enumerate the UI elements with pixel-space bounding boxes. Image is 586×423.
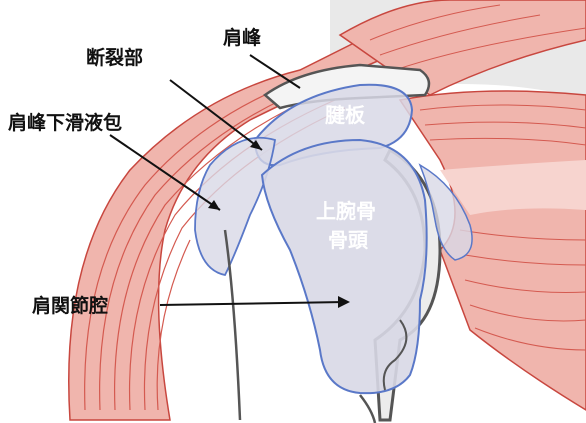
upper-muscle-fibers (369, 4, 586, 71)
tear-arrowhead (250, 140, 262, 150)
leader-lines (109, 54, 346, 306)
label-tear: 断裂部 (86, 46, 143, 69)
label-acromion: 肩峰 (223, 26, 262, 49)
joint-arrowhead (338, 296, 350, 308)
muscle-gap (440, 160, 586, 215)
label-joint-cavity: 肩関節腔 (32, 294, 108, 317)
label-humeral-head-2: 骨頭 (328, 228, 369, 252)
humeral-head (260, 138, 428, 395)
label-humeral-head-1: 上腕骨 (316, 199, 376, 223)
bursa-right-lobe (418, 163, 473, 261)
bursa-arrowhead (208, 200, 220, 210)
label-bursa: 肩峰下滑液包 (8, 111, 122, 134)
glenoid-line (382, 319, 408, 391)
humerus-shaft (223, 229, 377, 423)
label-tendon-plate: 腱板 (325, 103, 366, 127)
bursa-leader (109, 134, 221, 211)
tear-leader (169, 79, 263, 151)
acromion-leader (249, 54, 301, 89)
subacromial-bursa (194, 136, 277, 277)
joint-cavity-leader (159, 301, 346, 306)
rotator-muscle-fibers (419, 104, 586, 351)
